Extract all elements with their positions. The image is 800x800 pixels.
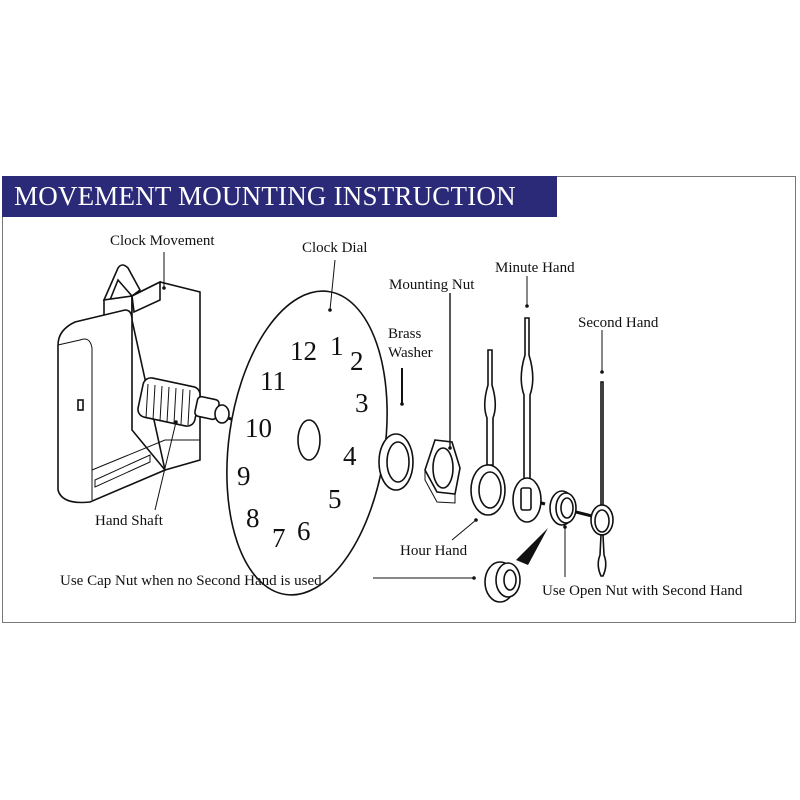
label-cap-nut: Use Cap Nut when no Second Hand is used xyxy=(60,573,322,589)
dial-number-4: 4 xyxy=(343,441,357,471)
brass-washer xyxy=(378,433,414,491)
second-hand xyxy=(590,381,614,577)
minute-hand xyxy=(512,317,542,523)
clock-movement xyxy=(57,264,230,504)
dial-number-3: 3 xyxy=(355,388,369,418)
open-nut xyxy=(549,490,577,526)
label-hour-hand: Hour Hand xyxy=(400,543,468,559)
hour-hand xyxy=(470,349,506,516)
dial-number-12: 12 xyxy=(290,336,317,366)
dial-number-9: 9 xyxy=(237,461,251,491)
dial-number-1: 1 xyxy=(330,331,344,361)
clock-dial: 12 1 2 3 4 5 6 7 8 9 10 11 xyxy=(226,290,388,596)
label-open-nut: Use Open Nut with Second Hand xyxy=(542,583,743,599)
diagram-title: MOVEMENT MOUNTING INSTRUCTION xyxy=(2,176,557,217)
cap-nut xyxy=(484,561,521,603)
hand-shaft xyxy=(137,377,230,427)
dial-number-6: 6 xyxy=(297,516,311,546)
dial-number-8: 8 xyxy=(246,503,260,533)
label-hand-shaft: Hand Shaft xyxy=(95,513,164,529)
dial-number-2: 2 xyxy=(350,346,364,376)
dial-number-10: 10 xyxy=(245,413,272,443)
pointer-wedge xyxy=(516,528,548,565)
dial-number-11: 11 xyxy=(260,366,286,396)
label-mounting-nut: Mounting Nut xyxy=(389,277,475,293)
label-second-hand: Second Hand xyxy=(578,315,659,331)
label-brass-washer-1: Brass xyxy=(388,326,421,342)
leader-lines xyxy=(154,252,604,580)
label-minute-hand: Minute Hand xyxy=(495,260,575,276)
label-clock-dial: Clock Dial xyxy=(302,240,367,256)
mounting-nut xyxy=(424,439,461,504)
label-clock-movement: Clock Movement xyxy=(110,233,215,249)
dial-number-5: 5 xyxy=(328,484,342,514)
dial-number-7: 7 xyxy=(272,523,286,553)
label-brass-washer-2: Washer xyxy=(388,345,433,361)
